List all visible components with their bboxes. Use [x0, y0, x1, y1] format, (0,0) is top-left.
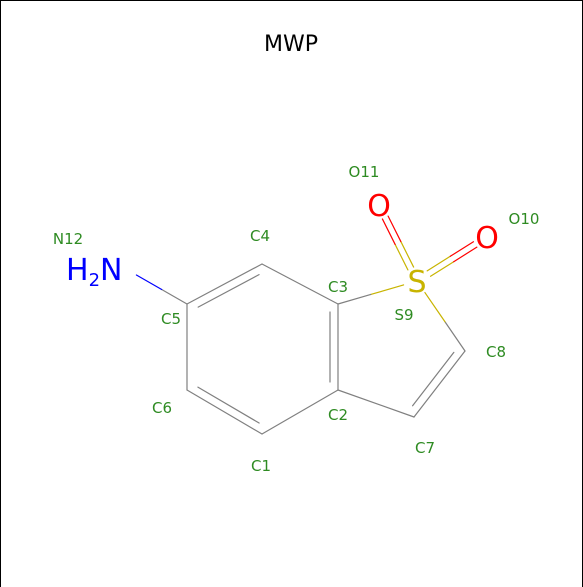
element-symbols-layer: S O O H2N — [66, 189, 499, 300]
element-symbol-n12: H2N — [66, 253, 122, 291]
atom-label-c2: C2 — [328, 406, 348, 424]
atom-label-c7: C7 — [415, 439, 435, 457]
bond-s9-o11-2-a — [394, 243, 409, 271]
bonds-layer — [135, 215, 478, 435]
bond-c6-c1-inner — [197, 386, 260, 424]
atom-label-c6: C6 — [152, 399, 172, 417]
atom-label-c5: C5 — [161, 310, 181, 328]
bond-c5-n12-b — [135, 274, 163, 291]
bond-c4-c5-inner — [197, 274, 260, 308]
atom-label-c4: C4 — [250, 227, 270, 245]
bond-c8-s9-a — [444, 321, 466, 352]
bond-c4-c5 — [186, 263, 263, 305]
atom-label-s9: S9 — [394, 306, 413, 324]
diagram-title: MWP — [264, 32, 318, 57]
bond-s9-o11-2-b — [381, 218, 396, 246]
bond-s9-o11-1-b — [387, 215, 402, 243]
element-symbol-o10: O — [475, 221, 499, 256]
bond-c8-s9-b — [424, 291, 446, 323]
bond-s9-o10-1-a — [429, 261, 455, 277]
bond-s9-o10-1-b — [453, 246, 478, 263]
bond-c1-c2 — [261, 389, 339, 435]
bond-s9-o10-2-a — [426, 255, 451, 272]
bond-s9-o10-2-b — [449, 241, 475, 257]
bond-c7-c8-inner — [412, 351, 455, 407]
bond-s9-c3-b — [337, 293, 372, 305]
bond-c3-c4 — [261, 263, 339, 305]
bond-c2-c7 — [337, 389, 415, 418]
atom-label-o11: O11 — [349, 163, 380, 181]
bond-c6-c1 — [186, 389, 263, 435]
bond-s9-c3-a — [370, 284, 405, 296]
bond-c5-n12-a — [161, 288, 188, 305]
atom-label-n12: N12 — [53, 230, 83, 248]
atom-label-c3: C3 — [328, 278, 348, 296]
bond-s9-o11-1-a — [400, 240, 415, 268]
element-symbol-o11: O — [367, 189, 391, 224]
atom-label-c1: C1 — [251, 457, 271, 475]
bond-c7-c8 — [413, 350, 466, 418]
atom-label-o10: O10 — [509, 210, 540, 228]
element-symbol-s9: S — [407, 265, 426, 300]
atom-label-c8: C8 — [486, 343, 506, 361]
